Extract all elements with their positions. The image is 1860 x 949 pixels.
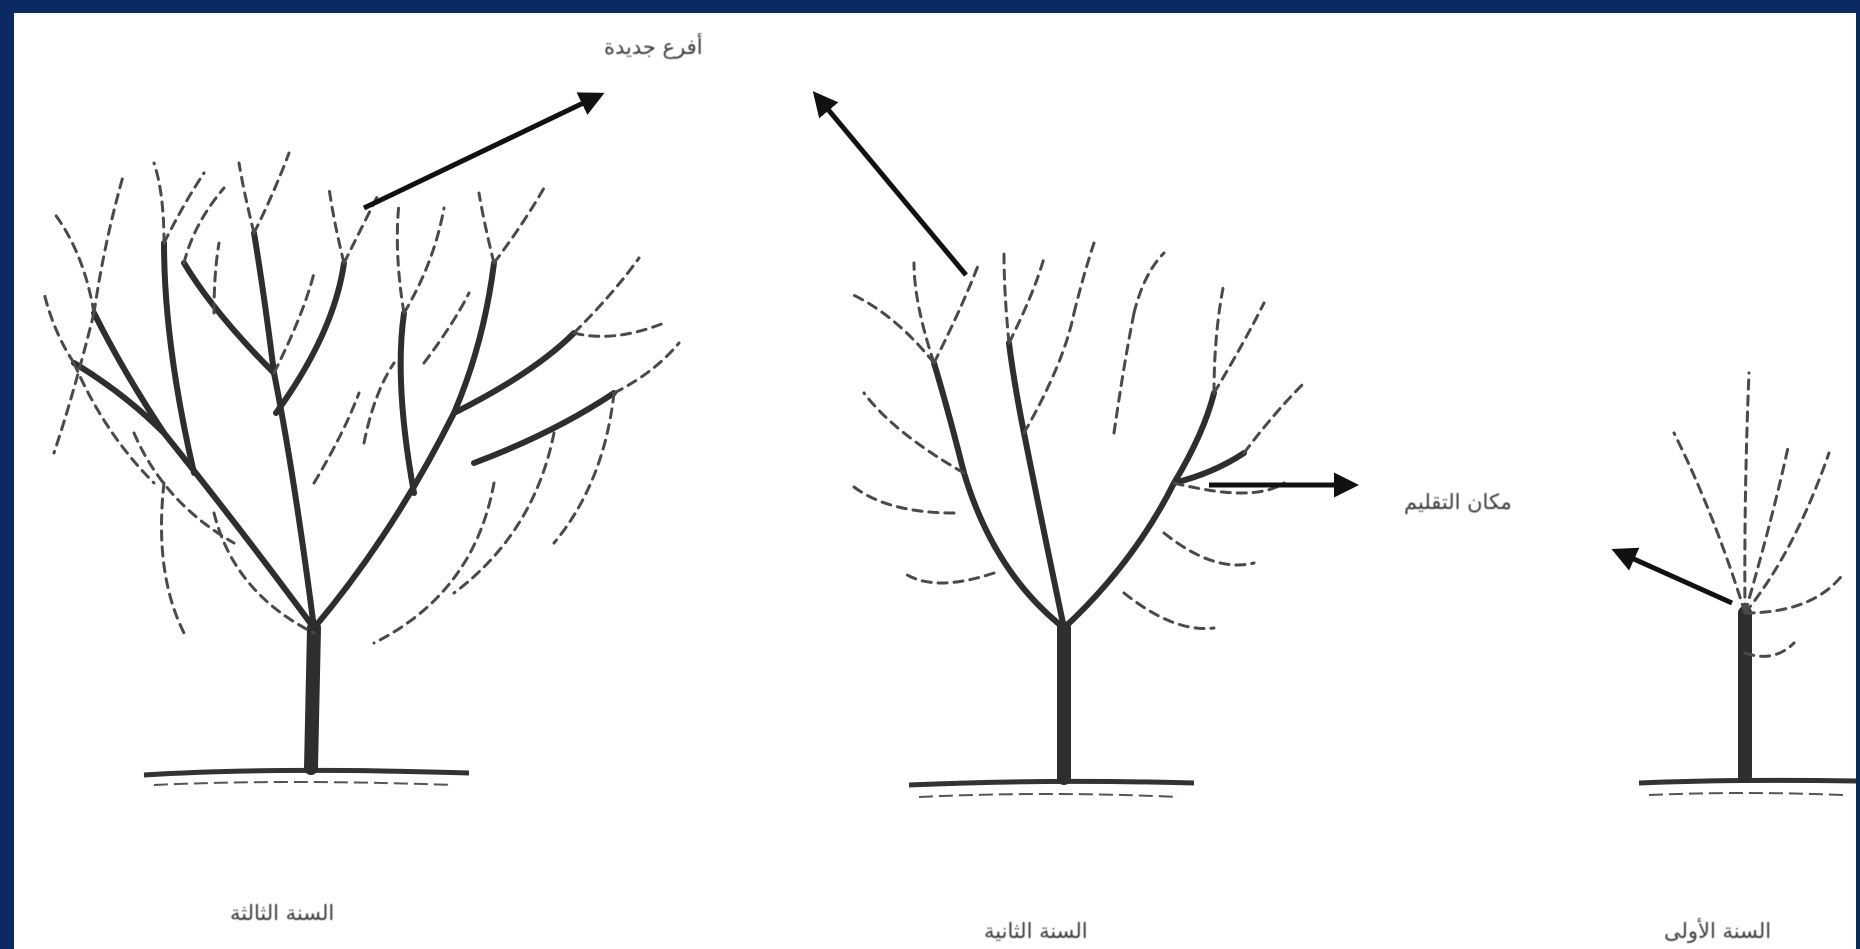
ground-line [909, 781, 1194, 797]
label-new-shoots: أفرع جديدة [604, 35, 703, 59]
label-year-three: السنة الثالثة [230, 901, 334, 925]
tree-year-three [44, 153, 679, 785]
tree-year-two [849, 243, 1304, 797]
label-year-two: السنة الثانية [984, 919, 1088, 943]
dashed-new-shoots [849, 243, 1304, 629]
tree-year-one [1639, 373, 1856, 795]
scaffold-branches [934, 343, 1244, 628]
diagram-frame: أفرع جديدة مكان التقليم السنة الثالثة ال… [14, 13, 1856, 949]
arrow-new-shoots-right [816, 95, 966, 275]
arrow-new-shoots-left [364, 95, 600, 208]
label-pruning-point: مكان التقليم [1404, 490, 1512, 514]
dashed-new-shoots [1674, 373, 1844, 656]
label-year-one: السنة الأولى [1664, 919, 1771, 943]
tree-pruning-diagram [14, 13, 1856, 949]
scaffold-branches [74, 233, 614, 628]
arrow-year-one-cut [1616, 551, 1732, 603]
tree-trunk [311, 628, 314, 768]
